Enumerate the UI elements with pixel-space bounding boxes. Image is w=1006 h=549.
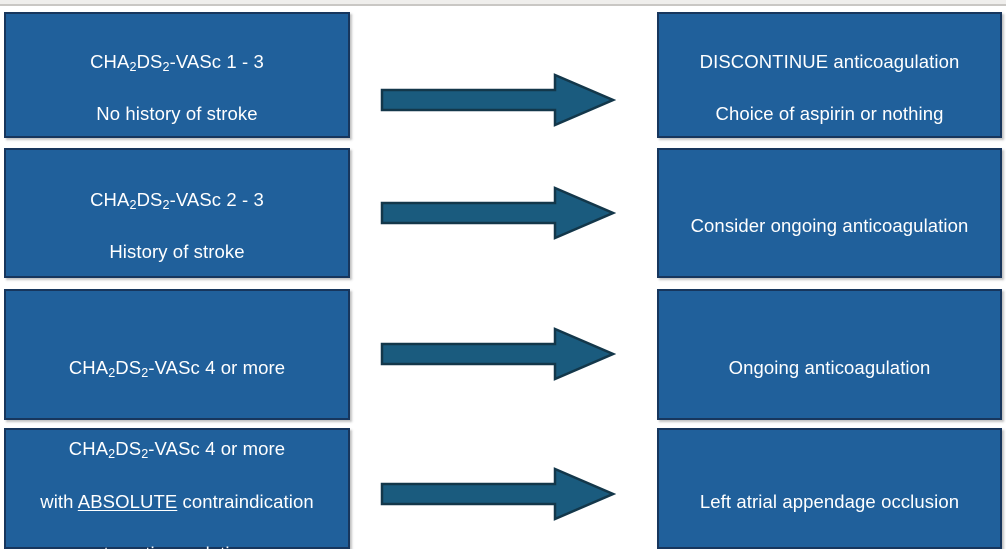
score-subscript-1: 2 (129, 60, 137, 75)
flow-arrow-1 (380, 72, 616, 128)
score-range: -VASc 2 - 3 (169, 188, 264, 210)
recommendation-line-1: DISCONTINUE anticoagulation (699, 50, 960, 72)
recommendation-box-3-text: Ongoing anticoagulation (721, 328, 939, 381)
condition-box-2[interactable]: CHA2DS2-VASc 2 - 3 History of stroke (4, 148, 350, 278)
arrow-right-icon (380, 73, 616, 127)
score-range: -VASc 4 or more (148, 356, 286, 378)
arrow-right-icon (380, 327, 616, 381)
flow-row-2: CHA2DS2-VASc 2 - 3 History of stroke Con… (0, 140, 1006, 280)
condition-line-3: to anticoagulation (104, 543, 251, 549)
score-name: CHA (68, 356, 109, 378)
condition-box-3[interactable]: CHA2DS2-VASc 4 or more (4, 289, 350, 420)
condition-box-4[interactable]: CHA2DS2-VASc 4 or more with ABSOLUTE con… (4, 428, 350, 549)
score-range: -VASc 4 or more (148, 437, 286, 459)
condition-line-2-prefix: with (40, 490, 78, 512)
condition-box-1-text: CHA2DS2-VASc 1 - 3 No history of stroke (82, 22, 272, 127)
top-edge-line (0, 4, 1006, 6)
condition-box-3-text: CHA2DS2-VASc 4 or more (61, 328, 293, 381)
flow-arrow-4 (380, 466, 616, 522)
score-mid: DS (136, 50, 163, 72)
score-subscript-2: 2 (141, 366, 149, 381)
condition-emphasis-absolute: ABSOLUTE (77, 490, 178, 512)
top-edge-strip (0, 0, 1006, 5)
score-subscript-2: 2 (162, 198, 170, 213)
condition-box-4-text: CHA2DS2-VASc 4 or more with ABSOLUTE con… (32, 410, 321, 549)
score-subscript-1: 2 (129, 198, 137, 213)
arrow-right-icon (380, 467, 616, 521)
flow-row-4: CHA2DS2-VASc 4 or more with ABSOLUTE con… (0, 420, 1006, 549)
score-subscript-1: 2 (108, 366, 116, 381)
condition-line-2-suffix: contraindication (177, 490, 314, 512)
arrow-right-icon (380, 186, 616, 240)
score-subscript-2: 2 (141, 447, 149, 462)
recommendation-box-2[interactable]: Consider ongoing anticoagulation (657, 148, 1002, 278)
recommendation-line-1: Left atrial appendage occlusion (699, 490, 960, 512)
flow-row-3: CHA2DS2-VASc 4 or more Ongoing anticoagu… (0, 280, 1006, 420)
recommendation-box-3[interactable]: Ongoing anticoagulation (657, 289, 1002, 420)
flow-arrow-3 (380, 326, 616, 382)
condition-box-2-text: CHA2DS2-VASc 2 - 3 History of stroke (82, 160, 272, 265)
score-range: -VASc 1 - 3 (169, 50, 264, 72)
score-subscript-1: 2 (108, 447, 116, 462)
score-mid: DS (115, 437, 142, 459)
condition-detail-line: History of stroke (109, 241, 245, 263)
score-subscript-2: 2 (162, 60, 170, 75)
score-name: CHA (68, 437, 109, 459)
score-mid: DS (136, 188, 163, 210)
score-mid: DS (115, 356, 142, 378)
score-name: CHA (90, 188, 130, 210)
recommendation-box-4[interactable]: Left atrial appendage occlusion (657, 428, 1002, 549)
recommendation-box-1-text: DISCONTINUE anticoagulation Choice of as… (692, 22, 968, 127)
flow-row-1: CHA2DS2-VASc 1 - 3 No history of stroke … (0, 0, 1006, 140)
flow-arrow-2 (380, 185, 616, 241)
recommendation-line-2: Choice of aspirin or nothing (715, 103, 944, 125)
recommendation-line-1: Consider ongoing anticoagulation (690, 215, 969, 236)
condition-detail-line: No history of stroke (96, 103, 258, 125)
recommendation-box-1[interactable]: DISCONTINUE anticoagulation Choice of as… (657, 12, 1002, 138)
score-name: CHA (90, 50, 130, 72)
recommendation-box-4-text: Left atrial appendage occlusion (692, 462, 967, 515)
recommendation-line-1: Ongoing anticoagulation (728, 356, 931, 378)
condition-box-1[interactable]: CHA2DS2-VASc 1 - 3 No history of stroke (4, 12, 350, 138)
recommendation-box-2-text: Consider ongoing anticoagulation (683, 187, 977, 240)
